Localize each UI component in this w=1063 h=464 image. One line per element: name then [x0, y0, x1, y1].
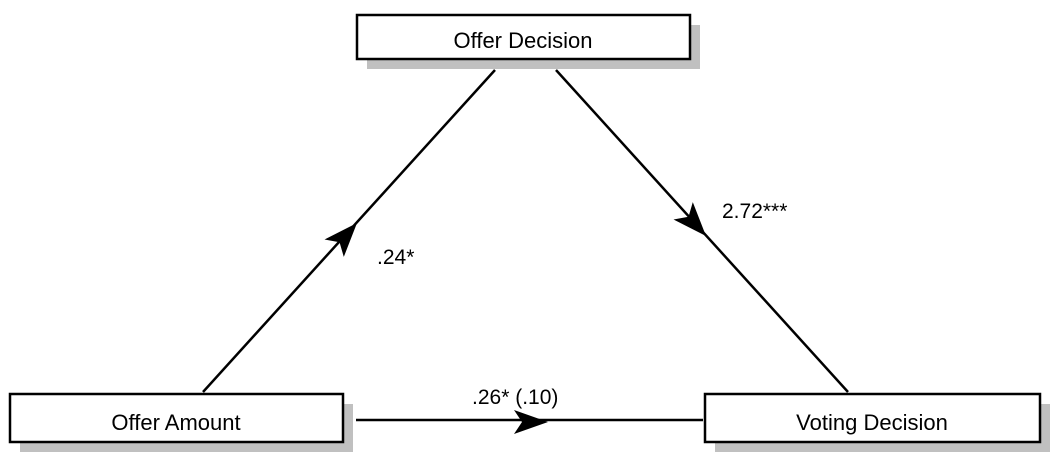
node-label-offer-decision: Offer Decision — [454, 28, 593, 53]
arrowhead-icon — [673, 202, 706, 236]
node-offer-amount: Offer Amount — [8, 392, 353, 452]
coef-label-amount-to-voting: .26* (.10) — [472, 386, 558, 409]
arrowhead-icon — [514, 410, 548, 434]
node-label-voting-decision: Voting Decision — [796, 410, 948, 435]
path-amount-to-voting: .26* (.10) — [356, 386, 703, 434]
node-box — [8, 392, 345, 444]
path-amount-to-decision: .24* — [202, 69, 496, 393]
coef-label-decision-to-voting: 2.72*** — [722, 200, 787, 223]
path-decision-to-voting: 2.72*** — [555, 69, 849, 393]
node-box — [355, 13, 692, 61]
node-label-offer-amount: Offer Amount — [111, 410, 240, 435]
node-offer-decision: Offer Decision — [355, 13, 700, 69]
coef-label-amount-to-decision: .24* — [377, 246, 414, 269]
node-voting-decision: Voting Decision — [703, 392, 1050, 452]
node-box — [703, 392, 1042, 444]
arrowhead-icon — [324, 223, 357, 257]
